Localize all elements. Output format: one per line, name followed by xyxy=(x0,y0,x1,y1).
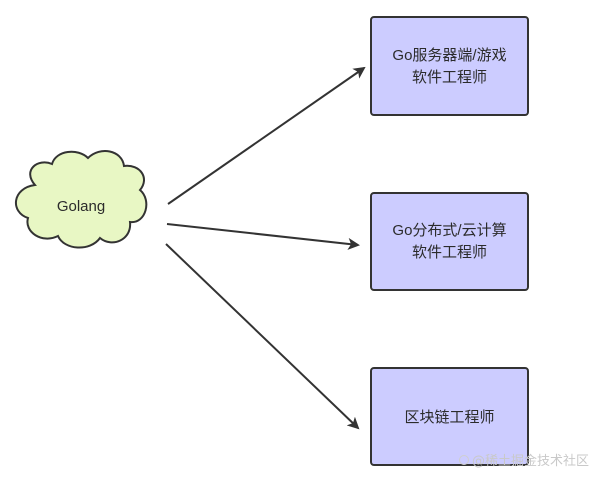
watermark-text: @稀土掘金技术社区 xyxy=(471,454,589,469)
arrow-to-target-1 xyxy=(167,66,366,205)
source-label: Golang xyxy=(57,198,105,215)
target-box-3 xyxy=(370,367,529,466)
watermark: @稀土掘金技术社区 xyxy=(458,450,589,469)
target-1-line-1: Go服务器端/游戏 xyxy=(392,47,506,64)
target-box-1 xyxy=(370,16,529,116)
target-3-line-1: 区块链工程师 xyxy=(404,409,494,426)
arrow-to-target-3 xyxy=(165,243,360,430)
target-2-line-1: Go分布式/云计算 xyxy=(392,221,506,239)
edges xyxy=(165,66,366,430)
target-2-line-2: 软件工程师 xyxy=(412,244,487,261)
target-box-2 xyxy=(370,192,529,291)
arrow-to-target-2 xyxy=(166,223,360,250)
source-node: Golang xyxy=(14,150,148,249)
target-node-3: 区块链工程师 xyxy=(370,367,529,466)
cloud-shape xyxy=(14,150,148,249)
watermark-logo-icon xyxy=(458,454,469,465)
target-node-1: Go服务器端/游戏 软件工程师 xyxy=(370,16,529,116)
target-1-line-2: 软件工程师 xyxy=(412,69,487,86)
target-node-2: Go分布式/云计算 软件工程师 xyxy=(370,192,529,291)
